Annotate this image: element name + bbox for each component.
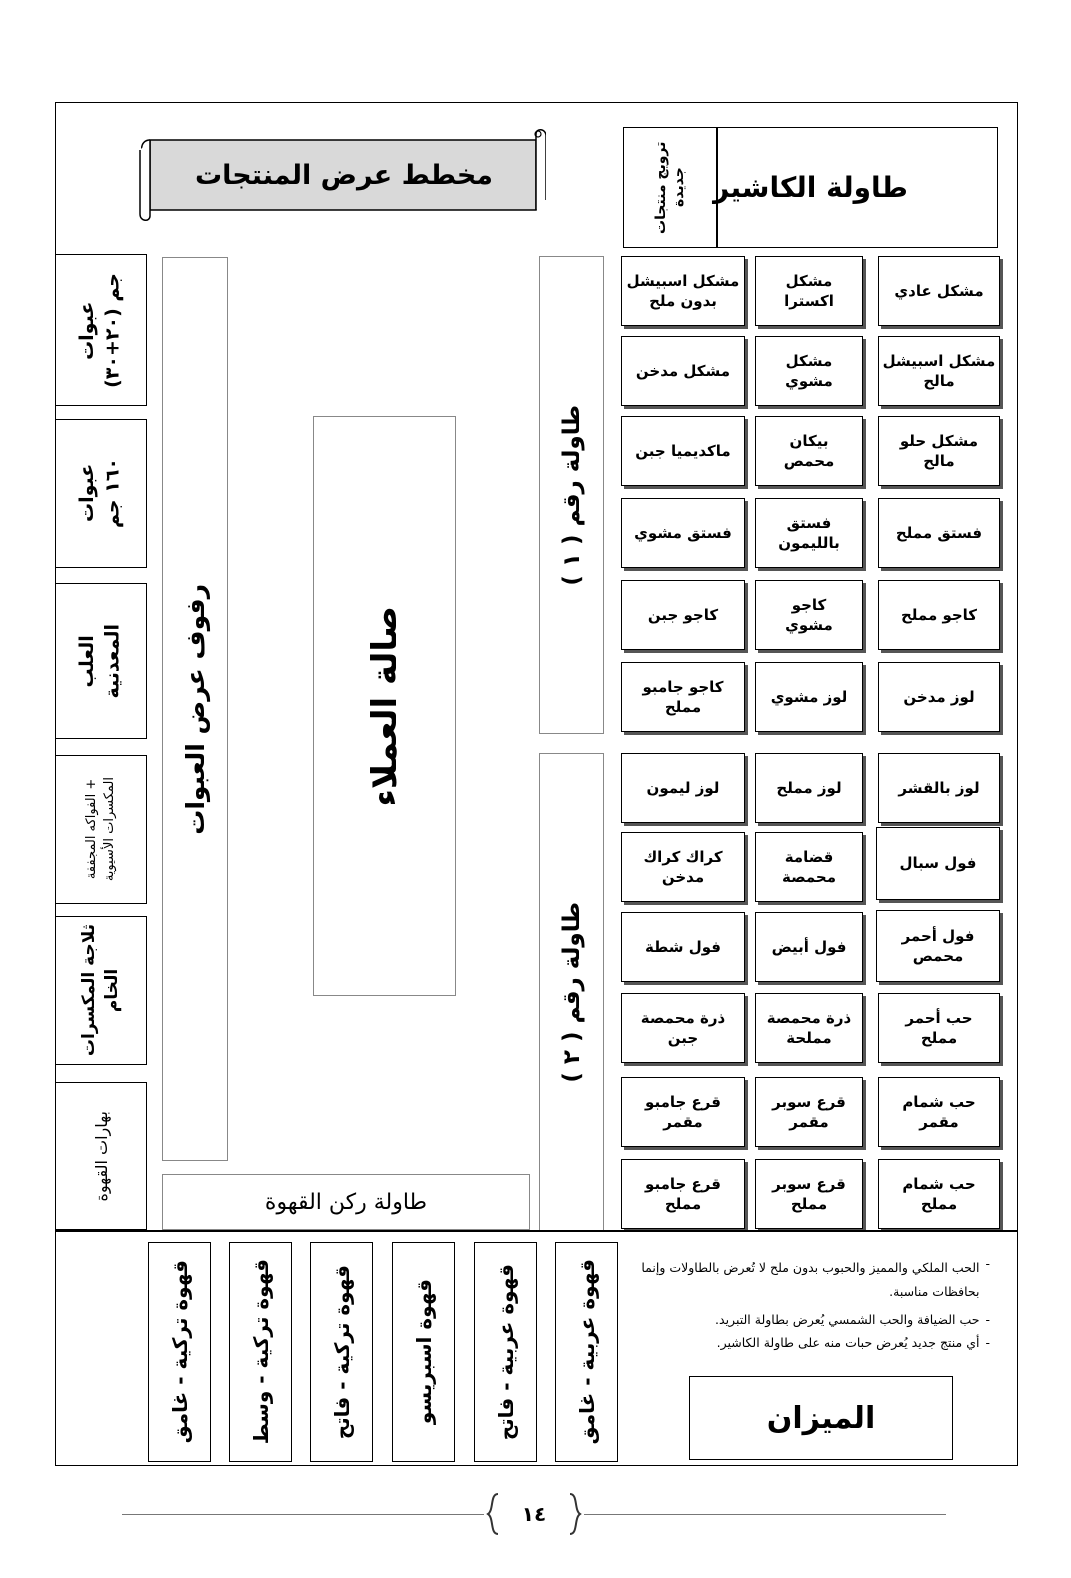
coffee-bin: قهوة تركية - غامق — [148, 1242, 211, 1462]
left-box-packs-160g: عبوات ١٦٠ جم — [55, 419, 147, 568]
note-item: -الحب الملكي والمميز والحبوب بدون ملح لا… — [641, 1256, 990, 1299]
product-cell: كاجو مشوي — [755, 580, 863, 650]
scale-box: الميزان — [689, 1376, 953, 1460]
cashier-table: طاولة الكاشير ترويج منتجات جديدة — [623, 127, 998, 248]
cashier-label: طاولة الكاشير — [713, 171, 908, 204]
product-cell: قرع جامبو مملح — [621, 1159, 745, 1229]
product-cell: حب شمام مقمر — [878, 1077, 1000, 1147]
product-cell: لوز بالقشر — [878, 753, 1000, 823]
product-cell: فستق مشوي — [621, 498, 745, 568]
display-shelves: رفوف عرض العبوات — [162, 257, 228, 1161]
page-title: مخطط عرض المنتجات — [194, 159, 493, 191]
coffee-corner-table: طاولة ركن القهوة — [162, 1174, 530, 1230]
product-cell: فستق بالليمون — [755, 498, 863, 568]
left-box-metal-tins: العلب المعدنية — [55, 583, 147, 739]
left-box-packs-20-30g: عبوات (٢٠+٣٠) جم — [55, 254, 147, 406]
product-cell: قضامة محمصة — [755, 832, 863, 902]
title-banner: مخطط عرض المنتجات — [134, 126, 546, 226]
coffee-bin: قهوة اسبريسو — [392, 1242, 455, 1462]
notes-list: -الحب الملكي والمميز والحبوب بدون ملح لا… — [628, 1256, 990, 1350]
product-cell: قرع جامبو مقمر — [621, 1077, 745, 1147]
product-cell: قرع سوبر مملح — [755, 1159, 863, 1229]
left-box-coffee-spices: بهارات القهوة — [55, 1082, 147, 1230]
product-cell: مشكل حلو مالح — [878, 416, 1000, 486]
product-cell: مشكل عادي — [878, 256, 1000, 326]
product-cell: مشكل اكسترا — [755, 256, 863, 326]
coffee-bin: قهوة تركية - فاتح — [310, 1242, 373, 1462]
divider-line — [55, 1230, 1018, 1232]
page-number-brackets: ١٤ — [484, 1490, 584, 1538]
table-2: طاولة رقم ( ٢ ) — [539, 753, 604, 1231]
product-cell: كراك كراك مدخن — [621, 832, 745, 902]
product-cell: لوز ليمون — [621, 753, 745, 823]
product-cell: حب أحمر مملح — [878, 993, 1000, 1063]
coffee-bin: قهوة عربية - فاتح — [474, 1242, 537, 1462]
product-cell: فول أبيض — [755, 912, 863, 982]
product-cell: فول سبال — [876, 827, 1000, 900]
customer-hall: صالة العملاء — [313, 416, 456, 996]
product-cell: مشكل مدخن — [621, 336, 745, 406]
product-cell: مشكل اسبيشل بدون ملح — [621, 256, 745, 326]
note-item: -حب الضيافة والحب الشمسي يُعرض بطاولة ال… — [715, 1311, 990, 1327]
product-cell: كاجو مملح — [878, 580, 1000, 650]
left-box-raw-nuts-fridge: ثلاجة المكسرات الخام — [55, 916, 147, 1065]
left-box-dried-fruits: الفواكه المجففة + المكسرات الأسيوية — [55, 755, 147, 904]
product-cell: مشكل مشوي — [755, 336, 863, 406]
footer-line-left — [122, 1514, 484, 1515]
page-number: ١٤ — [521, 1502, 547, 1526]
promo-new-products: ترويج منتجات جديدة — [652, 141, 687, 234]
coffee-bin: قهوة عربية - غامق — [555, 1242, 618, 1462]
note-item: -أي منتج جديد يُعرض حبات منه على طاولة ا… — [716, 1334, 990, 1350]
table-1: طاولة رقم ( ١ ) — [539, 256, 604, 734]
coffee-bin: قهوة تركية - وسط — [229, 1242, 292, 1462]
product-cell: كاجو جامبو مملح — [621, 662, 745, 732]
footer-line-right — [584, 1514, 946, 1515]
brace-icon — [486, 1493, 582, 1535]
product-cell: لوز مدخن — [878, 662, 1000, 732]
product-cell: قرع سوبر مقمر — [755, 1077, 863, 1147]
product-cell: لوز مملح — [755, 753, 863, 823]
product-cell: ذرة محمصة مملحة — [755, 993, 863, 1063]
product-cell: كاجو جبن — [621, 580, 745, 650]
product-cell: فستق مملح — [878, 498, 1000, 568]
product-cell: فول شطة — [621, 912, 745, 982]
product-cell: فول أحمر محمص — [876, 910, 1000, 982]
product-cell: ذرة محمصة جبن — [621, 993, 745, 1063]
product-cell: حب شمام مملح — [878, 1159, 1000, 1229]
product-cell: مشكل اسبيشل مالح — [878, 336, 1000, 406]
product-cell: بيكان محمص — [755, 416, 863, 486]
product-cell: لوز مشوي — [755, 662, 863, 732]
product-cell: ماكديميا جبن — [621, 416, 745, 486]
